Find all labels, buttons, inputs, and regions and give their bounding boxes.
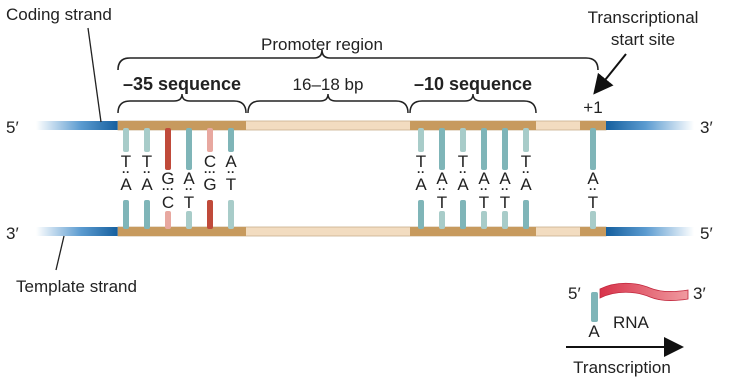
coding-minus10-box (410, 121, 536, 130)
minus10-base-pairs: T ·· A A ·· T T ·· A A ·· T A (415, 128, 532, 229)
minus10-pair-4-bottom: T (479, 193, 489, 212)
minus10-pair-3: T ·· A (457, 128, 469, 229)
template-three-prime-label: 3′ (6, 224, 19, 243)
minus10-pair-1-bottom: A (415, 175, 427, 194)
svg-text:···: ··· (204, 165, 216, 179)
minus10-pair-6: T ·· A (520, 128, 532, 229)
template-strand-pointer (55, 235, 65, 271)
svg-text:··: ·· (480, 182, 488, 196)
minus35-pair-1-bottom: A (120, 175, 132, 194)
svg-text:··: ·· (459, 165, 467, 179)
minus10-pair-4: A ·· T (478, 128, 490, 229)
promoter-region-label: Promoter region (261, 35, 383, 54)
svg-text:··: ·· (522, 165, 530, 179)
minus35-base-pairs: T ·· A T ·· A G ··· C A ·· T C (120, 128, 237, 229)
rna-first-nucleotide (591, 292, 598, 322)
template-five-prime-label: 5′ (700, 224, 713, 243)
svg-text:··: ·· (143, 165, 151, 179)
minus10-pair-5-bottom: T (500, 193, 510, 212)
start-site-top-base: A (587, 169, 599, 188)
plus1-label: +1 (583, 98, 602, 117)
minus35-pair-6: A ·· T (225, 128, 237, 229)
rna-first-base: A (588, 322, 600, 341)
minus10-pair-6-bottom: A (520, 175, 532, 194)
spacer-label: 16–18 bp (293, 75, 364, 94)
minus35-pair-2-top: T (142, 152, 152, 171)
rna-label: RNA (613, 313, 650, 332)
minus10-pair-5-top: A (499, 169, 511, 188)
rna-strand (599, 282, 689, 302)
template-strand-label: Template strand (16, 277, 137, 296)
minus35-bracket (117, 93, 247, 114)
minus35-pair-1: T ·· A (120, 128, 132, 229)
coding-strand (36, 120, 694, 131)
coding-three-prime-label: 3′ (700, 118, 713, 137)
minus10-pair-4-top: A (478, 169, 490, 188)
minus35-pair-4: A ·· T (183, 128, 195, 229)
template-minus10-box (410, 227, 536, 236)
coding-strand-left-end (36, 121, 118, 130)
rna-five-prime-label: 5′ (568, 284, 581, 303)
minus35-pair-4-bottom: T (184, 193, 194, 212)
svg-text:··: ·· (501, 182, 509, 196)
minus10-label: –10 sequence (414, 74, 532, 94)
svg-text:··: ·· (122, 165, 130, 179)
tss-arrow (593, 53, 627, 95)
minus35-pair-2: T ·· A (141, 128, 153, 229)
svg-text:···: ··· (162, 182, 174, 196)
minus10-pair-3-top: T (458, 152, 468, 171)
tss-label-line2: start site (611, 30, 675, 49)
coding-strand-label: Coding strand (6, 5, 112, 24)
minus10-pair-5: A ·· T (499, 128, 511, 229)
transcription-label: Transcription (573, 358, 671, 377)
coding-five-prime-label: 5′ (6, 118, 19, 137)
template-minus35-box (118, 227, 246, 236)
spacer-bracket (247, 93, 409, 114)
rna-inset: 5′ 3′ A RNA Transcription (566, 282, 706, 377)
tss-label-line1: Transcriptional (588, 8, 699, 27)
minus35-pair-3-top: G (161, 169, 174, 188)
svg-text:··: ·· (227, 165, 235, 179)
minus10-pair-1: T ·· A (415, 128, 427, 229)
coding-plus1-box (580, 121, 606, 130)
minus35-pair-5-bottom: G (203, 175, 216, 194)
minus35-pair-6-top: A (225, 152, 237, 171)
template-strand-left-end (36, 227, 118, 236)
template-strand (36, 226, 694, 237)
minus10-pair-2-bottom: T (437, 193, 447, 212)
minus10-pair-2-top: A (436, 169, 448, 188)
minus35-pair-5-top: C (204, 152, 216, 171)
minus35-pair-4-top: A (183, 169, 195, 188)
promoter-region-bracket (117, 49, 599, 71)
minus35-pair-3-bottom: C (162, 193, 174, 212)
minus35-label: –35 sequence (123, 74, 241, 94)
coding-strand-right-end (606, 121, 694, 130)
svg-text:··: ·· (417, 165, 425, 179)
minus35-pair-2-bottom: A (141, 175, 153, 194)
start-site-pair: A ·· T (587, 128, 599, 229)
minus35-pair-6-bottom: T (226, 175, 236, 194)
svg-text:··: ·· (185, 182, 193, 196)
minus10-pair-2: A ·· T (436, 128, 448, 229)
coding-strand-pointer (87, 27, 102, 123)
start-site-bottom-base: T (588, 193, 598, 212)
minus35-pair-5: C ··· G (203, 128, 217, 229)
minus10-pair-3-bottom: A (457, 175, 469, 194)
svg-text:··: ·· (589, 182, 597, 196)
minus35-pair-1-top: T (121, 152, 131, 171)
coding-minus35-box (118, 121, 246, 130)
minus35-pair-3: G ··· C (161, 128, 175, 229)
template-strand-right-end (606, 227, 694, 236)
rna-three-prime-label: 3′ (693, 284, 706, 303)
minus10-pair-6-top: T (521, 152, 531, 171)
minus10-bracket (409, 93, 537, 114)
minus10-pair-1-top: T (416, 152, 426, 171)
svg-text:··: ·· (438, 182, 446, 196)
template-plus1-box (580, 227, 606, 236)
